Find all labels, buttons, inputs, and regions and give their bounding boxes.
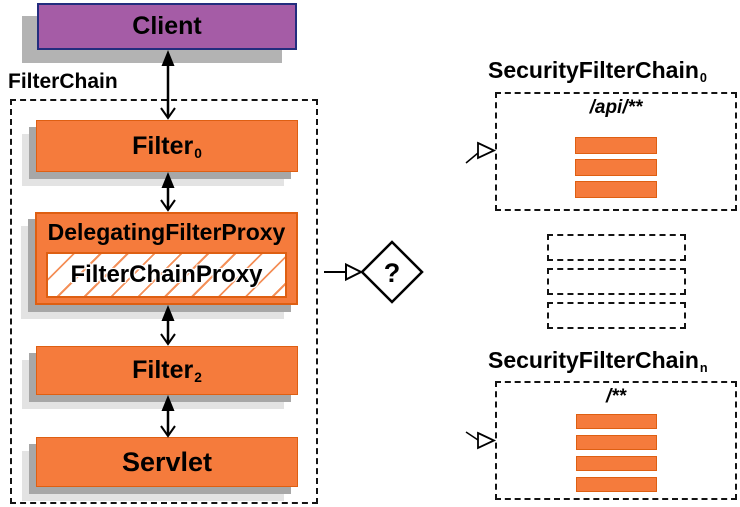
decision-diamond: ?	[360, 240, 424, 304]
filter-bar	[576, 456, 657, 471]
filter2-label: Filter2	[132, 356, 202, 386]
ellipsis-chain-slot	[547, 268, 686, 295]
client-box: Client	[37, 3, 297, 50]
client-label: Client	[132, 12, 202, 40]
filter-chain-proxy-label: FilterChainProxy	[70, 261, 263, 288]
decision-label: ?	[384, 258, 401, 288]
security-filter-chain-n-title: SecurityFilterChainn	[488, 347, 708, 375]
security-filter-chain-0-subscript: 0	[699, 70, 707, 85]
filter2-subscript: 2	[194, 370, 202, 386]
filter-bar	[576, 414, 657, 429]
filter-bar	[576, 477, 657, 492]
ellipsis-chains	[547, 234, 686, 336]
filter-bar	[576, 435, 657, 450]
servlet-label: Servlet	[121, 446, 213, 477]
ellipsis-chain-slot	[547, 302, 686, 329]
filterchain-label: FilterChain	[8, 70, 118, 93]
filter2-box: Filter2	[36, 346, 298, 395]
filter0-box: Filter0	[36, 120, 298, 172]
security-filter-chain-0-title: SecurityFilterChain0	[488, 57, 707, 85]
security-filter-chain-0-filters	[575, 137, 657, 203]
delegating-filter-proxy-box: DelegatingFilterProxy FilterChainProxy	[35, 212, 298, 305]
url-pattern-all: /**	[605, 386, 627, 407]
filter-chain-proxy-box: FilterChainProxy	[46, 252, 287, 298]
security-filter-chain-n-subscript: n	[699, 360, 708, 375]
arrowhead-chain0-icon	[465, 141, 497, 164]
filter-bar	[575, 159, 657, 176]
filterchain-container	[10, 99, 318, 504]
security-filter-chain-n-filters	[576, 414, 657, 498]
arrowhead-chain-n-icon	[465, 431, 497, 450]
filter0-subscript: 0	[194, 145, 202, 161]
delegating-filter-proxy-label: DelegatingFilterProxy	[47, 219, 286, 245]
arrow-to-decision	[324, 262, 364, 282]
filter0-label: Filter0	[132, 131, 202, 161]
filter-bar	[575, 137, 657, 154]
filter-bar	[575, 181, 657, 198]
ellipsis-chain-slot	[547, 234, 686, 261]
servlet-box: Servlet	[36, 437, 298, 487]
url-pattern-api: /api/**	[589, 97, 643, 118]
